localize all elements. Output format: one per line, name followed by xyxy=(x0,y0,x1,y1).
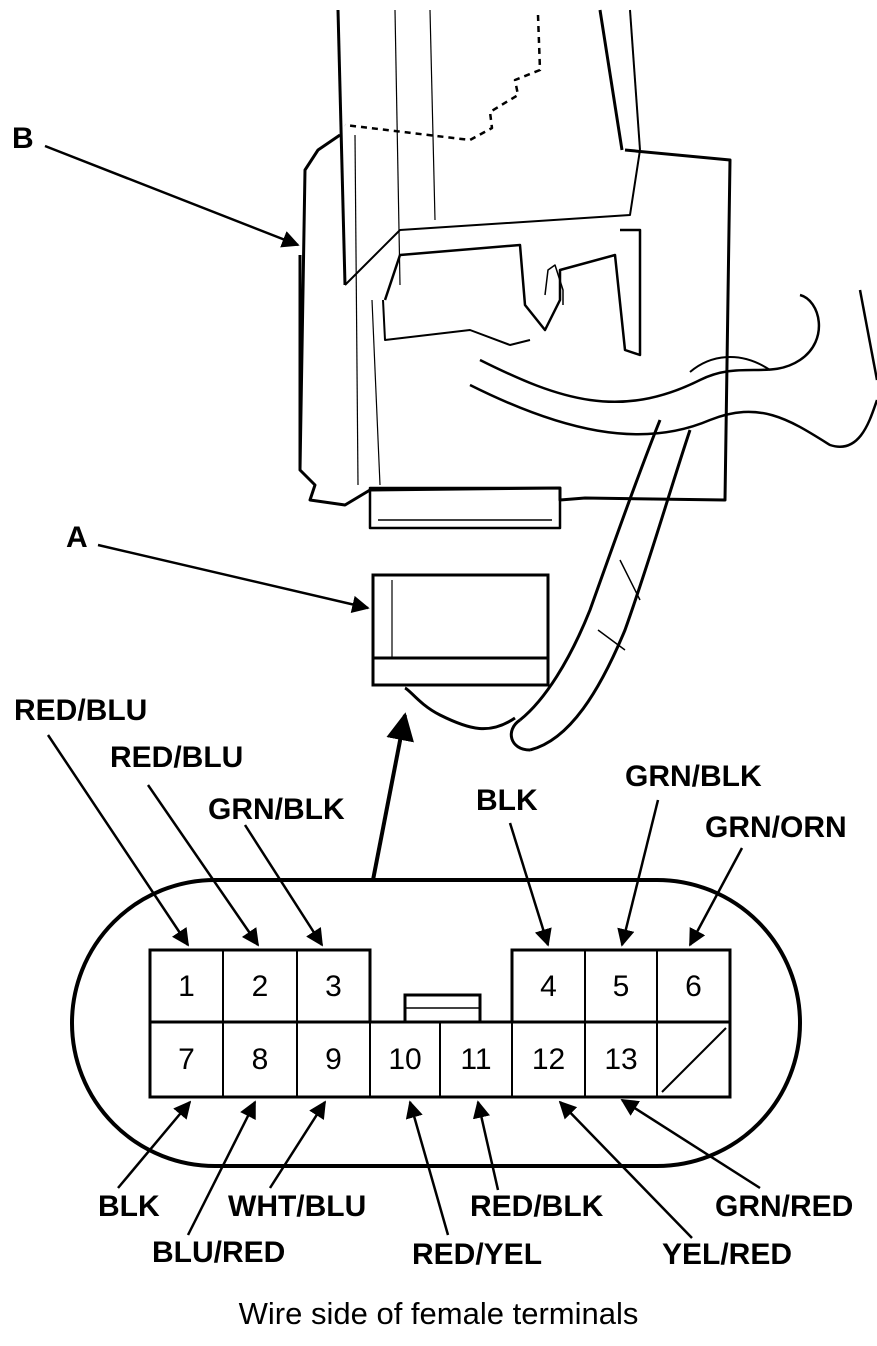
leader-pin-3 xyxy=(243,824,324,947)
leader-pin-1 xyxy=(46,734,190,947)
leader-pin-4 xyxy=(508,822,552,947)
wire-label-pin-11: RED/BLK xyxy=(470,1190,604,1223)
leader-pin-8 xyxy=(186,1100,257,1236)
leader-pin-10 xyxy=(405,1100,450,1236)
pin-number-9: 9 xyxy=(325,1043,342,1076)
callout-a-leader xyxy=(97,543,370,613)
wire-label-pin-13: GRN/RED xyxy=(715,1190,854,1223)
pin-number-13: 13 xyxy=(604,1043,638,1076)
connector-a-drawing xyxy=(371,573,550,687)
wire-label-pin-2: RED/BLU xyxy=(110,741,244,774)
leader-pin-6 xyxy=(688,847,744,947)
wire-label-pin-10: RED/YEL xyxy=(412,1238,543,1271)
top-leader-lines xyxy=(46,734,744,947)
pin-number-12: 12 xyxy=(531,1043,566,1076)
leader-pin-2 xyxy=(146,784,260,947)
wire-label-pin-3: GRN/BLK xyxy=(208,793,345,826)
connector-b-drawing xyxy=(298,9,877,752)
wire-label-pin-1: RED/BLU xyxy=(14,694,148,727)
pin-number-8: 8 xyxy=(251,1043,269,1076)
pin-number-4: 4 xyxy=(540,970,557,1003)
pin-number-3: 3 xyxy=(325,970,342,1003)
leader-pin-9 xyxy=(268,1100,327,1189)
bottom-leader-lines xyxy=(117,1098,761,1239)
pin-number-2: 2 xyxy=(251,970,269,1003)
leader-pin-7 xyxy=(117,1100,192,1189)
wire-label-pin-4: BLK xyxy=(476,784,538,817)
leader-pin-5 xyxy=(617,799,660,947)
callout-b-label: B xyxy=(12,122,34,155)
leader-pin-11 xyxy=(472,1100,500,1191)
pin-number-11: 11 xyxy=(460,1043,492,1076)
wire-label-pin-12: YEL/RED xyxy=(662,1238,793,1271)
callout-a-label: A xyxy=(66,521,88,554)
leader-pin-12 xyxy=(558,1100,693,1239)
wire-label-pin-5: GRN/BLK xyxy=(625,760,762,793)
wire-label-pin-9: WHT/BLU xyxy=(228,1190,367,1223)
leader-pin-13 xyxy=(620,1098,761,1190)
connector-face-drawing xyxy=(70,878,802,1168)
diagram-caption: Wire side of female terminals xyxy=(238,1296,639,1331)
pin-number-10: 10 xyxy=(388,1043,422,1076)
pin-number-6: 6 xyxy=(685,970,702,1003)
wire-label-pin-7: BLK xyxy=(98,1190,160,1223)
wire-label-pin-6: GRN/ORN xyxy=(705,811,847,844)
pin-number-5: 5 xyxy=(612,970,630,1003)
pin-number-1: 1 xyxy=(178,970,195,1003)
callout-b-leader xyxy=(44,144,300,248)
wire-label-pin-8: BLU/RED xyxy=(152,1236,286,1269)
pin-number-7: 7 xyxy=(178,1043,195,1076)
view-direction-arrow xyxy=(371,712,414,881)
